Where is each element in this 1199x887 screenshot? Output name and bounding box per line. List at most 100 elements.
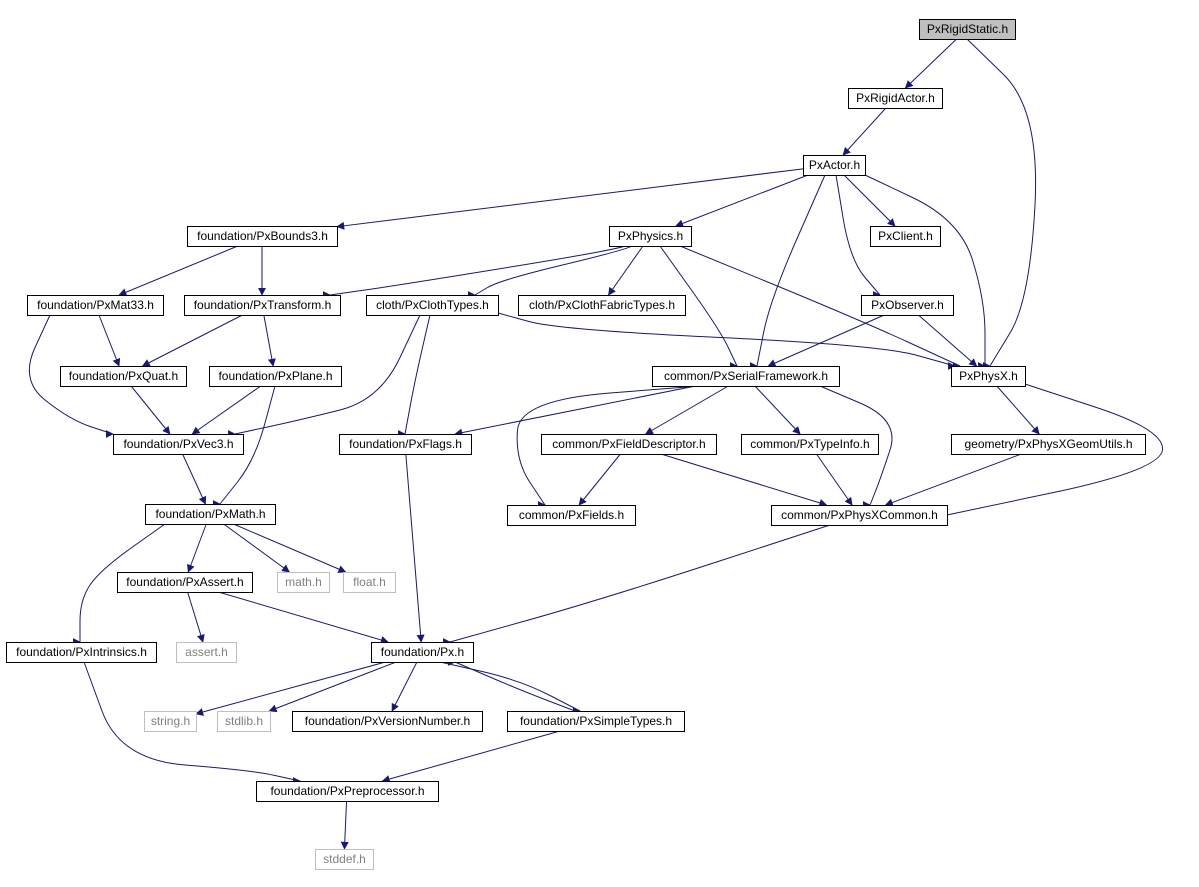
node-box bbox=[176, 642, 237, 663]
node-flags[interactable]: foundation/PxFlags.h bbox=[339, 434, 472, 455]
node-quat[interactable]: foundation/PxQuat.h bbox=[60, 366, 187, 387]
node-assert[interactable]: foundation/PxAssert.h bbox=[117, 572, 253, 593]
node-box bbox=[6, 642, 157, 663]
node-label: assert.h bbox=[185, 645, 228, 659]
edge-pxactor-to-bounds3 bbox=[336, 168, 804, 230]
edge-simpletypes-to-preprocessor bbox=[381, 730, 561, 783]
edge-physx-to-physxcommon bbox=[946, 383, 1164, 518]
edges-layer bbox=[28, 38, 1164, 850]
edge-pxactor-to-physx bbox=[864, 174, 989, 367]
node-version[interactable]: foundation/PxVersionNumber.h bbox=[292, 711, 483, 732]
node-label: PxActor.h bbox=[809, 158, 860, 172]
node-label: foundation/PxVersionNumber.h bbox=[305, 714, 470, 728]
edge-assert-to-asserth bbox=[187, 591, 205, 643]
node-pxclient[interactable]: PxClient.h bbox=[870, 226, 941, 247]
node-label: foundation/PxQuat.h bbox=[69, 369, 178, 383]
edge-math-to-intrinsics bbox=[76, 523, 166, 643]
node-label: PxPhysics.h bbox=[618, 229, 683, 243]
node-label: foundation/PxFlags.h bbox=[349, 437, 462, 451]
node-box bbox=[339, 434, 472, 455]
node-mathh: math.h bbox=[277, 572, 330, 593]
node-label: foundation/PxMat33.h bbox=[37, 298, 154, 312]
node-box bbox=[277, 572, 330, 593]
edge-px-to-stdlibh bbox=[268, 661, 397, 713]
node-mat33[interactable]: foundation/PxMat33.h bbox=[27, 295, 164, 316]
node-preprocessor[interactable]: foundation/PxPreprocessor.h bbox=[256, 781, 439, 802]
node-label: PxRigidActor.h bbox=[856, 91, 935, 105]
node-clothtypes[interactable]: cloth/PxClothTypes.h bbox=[366, 295, 499, 316]
node-label: common/PxTypeInfo.h bbox=[750, 437, 869, 451]
node-pxactor[interactable]: PxActor.h bbox=[803, 155, 866, 176]
edge-physxcommon-to-px bbox=[449, 524, 831, 644]
node-box bbox=[209, 366, 342, 387]
node-transform[interactable]: foundation/PxTransform.h bbox=[184, 295, 341, 316]
node-label: foundation/PxSimpleTypes.h bbox=[520, 714, 672, 728]
node-geomutils[interactable]: geometry/PxPhysXGeomUtils.h bbox=[951, 434, 1146, 455]
edge-transform-to-quat bbox=[141, 314, 243, 367]
node-typeinfo[interactable]: common/PxTypeInfo.h bbox=[741, 434, 879, 455]
edge-transform-to-plane bbox=[263, 314, 276, 367]
node-box bbox=[145, 504, 276, 525]
node-plane[interactable]: foundation/PxPlane.h bbox=[209, 366, 342, 387]
node-box bbox=[518, 295, 686, 316]
node-box bbox=[861, 295, 954, 316]
edge-px-to-stringh bbox=[195, 661, 386, 716]
edge-math-to-floath bbox=[233, 523, 347, 573]
node-pxphysics[interactable]: PxPhysics.h bbox=[609, 226, 692, 247]
node-box bbox=[741, 434, 879, 455]
node-box bbox=[184, 295, 341, 316]
node-box bbox=[919, 19, 1016, 40]
node-box bbox=[609, 226, 692, 247]
node-px[interactable]: foundation/Px.h bbox=[371, 642, 474, 663]
edge-pxactor-to-serialfw bbox=[754, 174, 826, 367]
node-physxcommon[interactable]: common/PxPhysXCommon.h bbox=[771, 505, 948, 526]
edge-clothtypes-to-flags bbox=[402, 314, 431, 435]
edge-pxphysics-to-clothtypes bbox=[474, 245, 633, 296]
node-stdlibh: stdlib.h bbox=[217, 711, 271, 732]
node-label: foundation/PxVec3.h bbox=[123, 437, 233, 451]
node-observer[interactable]: PxObserver.h bbox=[861, 295, 954, 316]
node-physx[interactable]: PxPhysX.h bbox=[951, 366, 1026, 387]
edge-pxactor-to-observer bbox=[835, 174, 881, 296]
node-box bbox=[541, 434, 717, 455]
edge-pxphysics-to-serialfw bbox=[659, 245, 738, 367]
edge-serialfw-to-flags bbox=[454, 385, 696, 437]
edge-math-to-mathh bbox=[223, 523, 290, 573]
node-label: cloth/PxClothFabricTypes.h bbox=[529, 298, 675, 312]
node-pxrigidstatic[interactable]: PxRigidStatic.h bbox=[919, 19, 1016, 40]
node-pxrigidactor[interactable]: PxRigidActor.h bbox=[848, 88, 943, 109]
node-bounds3[interactable]: foundation/PxBounds3.h bbox=[187, 226, 338, 247]
edge-vec3-to-math bbox=[182, 453, 207, 505]
node-fielddesc[interactable]: common/PxFieldDescriptor.h bbox=[541, 434, 717, 455]
node-simpletypes[interactable]: foundation/PxSimpleTypes.h bbox=[507, 711, 685, 732]
edge-geomutils-to-physxcommon bbox=[884, 453, 1022, 507]
edge-quat-to-vec3 bbox=[130, 385, 171, 435]
node-stringh: string.h bbox=[144, 711, 197, 732]
node-label: cloth/PxClothTypes.h bbox=[376, 298, 489, 312]
node-vec3[interactable]: foundation/PxVec3.h bbox=[113, 434, 244, 455]
node-box bbox=[951, 366, 1026, 387]
node-label: string.h bbox=[151, 714, 190, 728]
edge-serialfw-to-fields bbox=[516, 385, 701, 506]
edge-simpletypes-to-px bbox=[454, 661, 576, 712]
node-label: geometry/PxPhysXGeomUtils.h bbox=[964, 437, 1132, 451]
node-math[interactable]: foundation/PxMath.h bbox=[145, 504, 276, 525]
node-label: foundation/PxBounds3.h bbox=[197, 229, 328, 243]
node-label: foundation/PxMath.h bbox=[155, 507, 265, 521]
node-serialfw[interactable]: common/PxSerialFramework.h bbox=[652, 366, 840, 387]
node-box bbox=[113, 434, 244, 455]
edge-serialfw-to-physxcommon bbox=[819, 385, 893, 506]
edge-mat33-to-quat bbox=[98, 314, 121, 367]
node-box bbox=[117, 572, 253, 593]
node-fields[interactable]: common/PxFields.h bbox=[507, 505, 636, 526]
node-floath: float.h bbox=[343, 572, 396, 593]
node-box bbox=[366, 295, 499, 316]
node-box bbox=[292, 711, 483, 732]
node-intrinsics[interactable]: foundation/PxIntrinsics.h bbox=[6, 642, 157, 663]
node-label: foundation/PxIntrinsics.h bbox=[16, 645, 147, 659]
edge-pxphysics-to-physx bbox=[679, 245, 961, 367]
edge-pxactor-to-pxphysics bbox=[675, 174, 809, 228]
node-clothfabric[interactable]: cloth/PxClothFabricTypes.h bbox=[518, 295, 686, 316]
node-label: PxClient.h bbox=[878, 229, 933, 243]
